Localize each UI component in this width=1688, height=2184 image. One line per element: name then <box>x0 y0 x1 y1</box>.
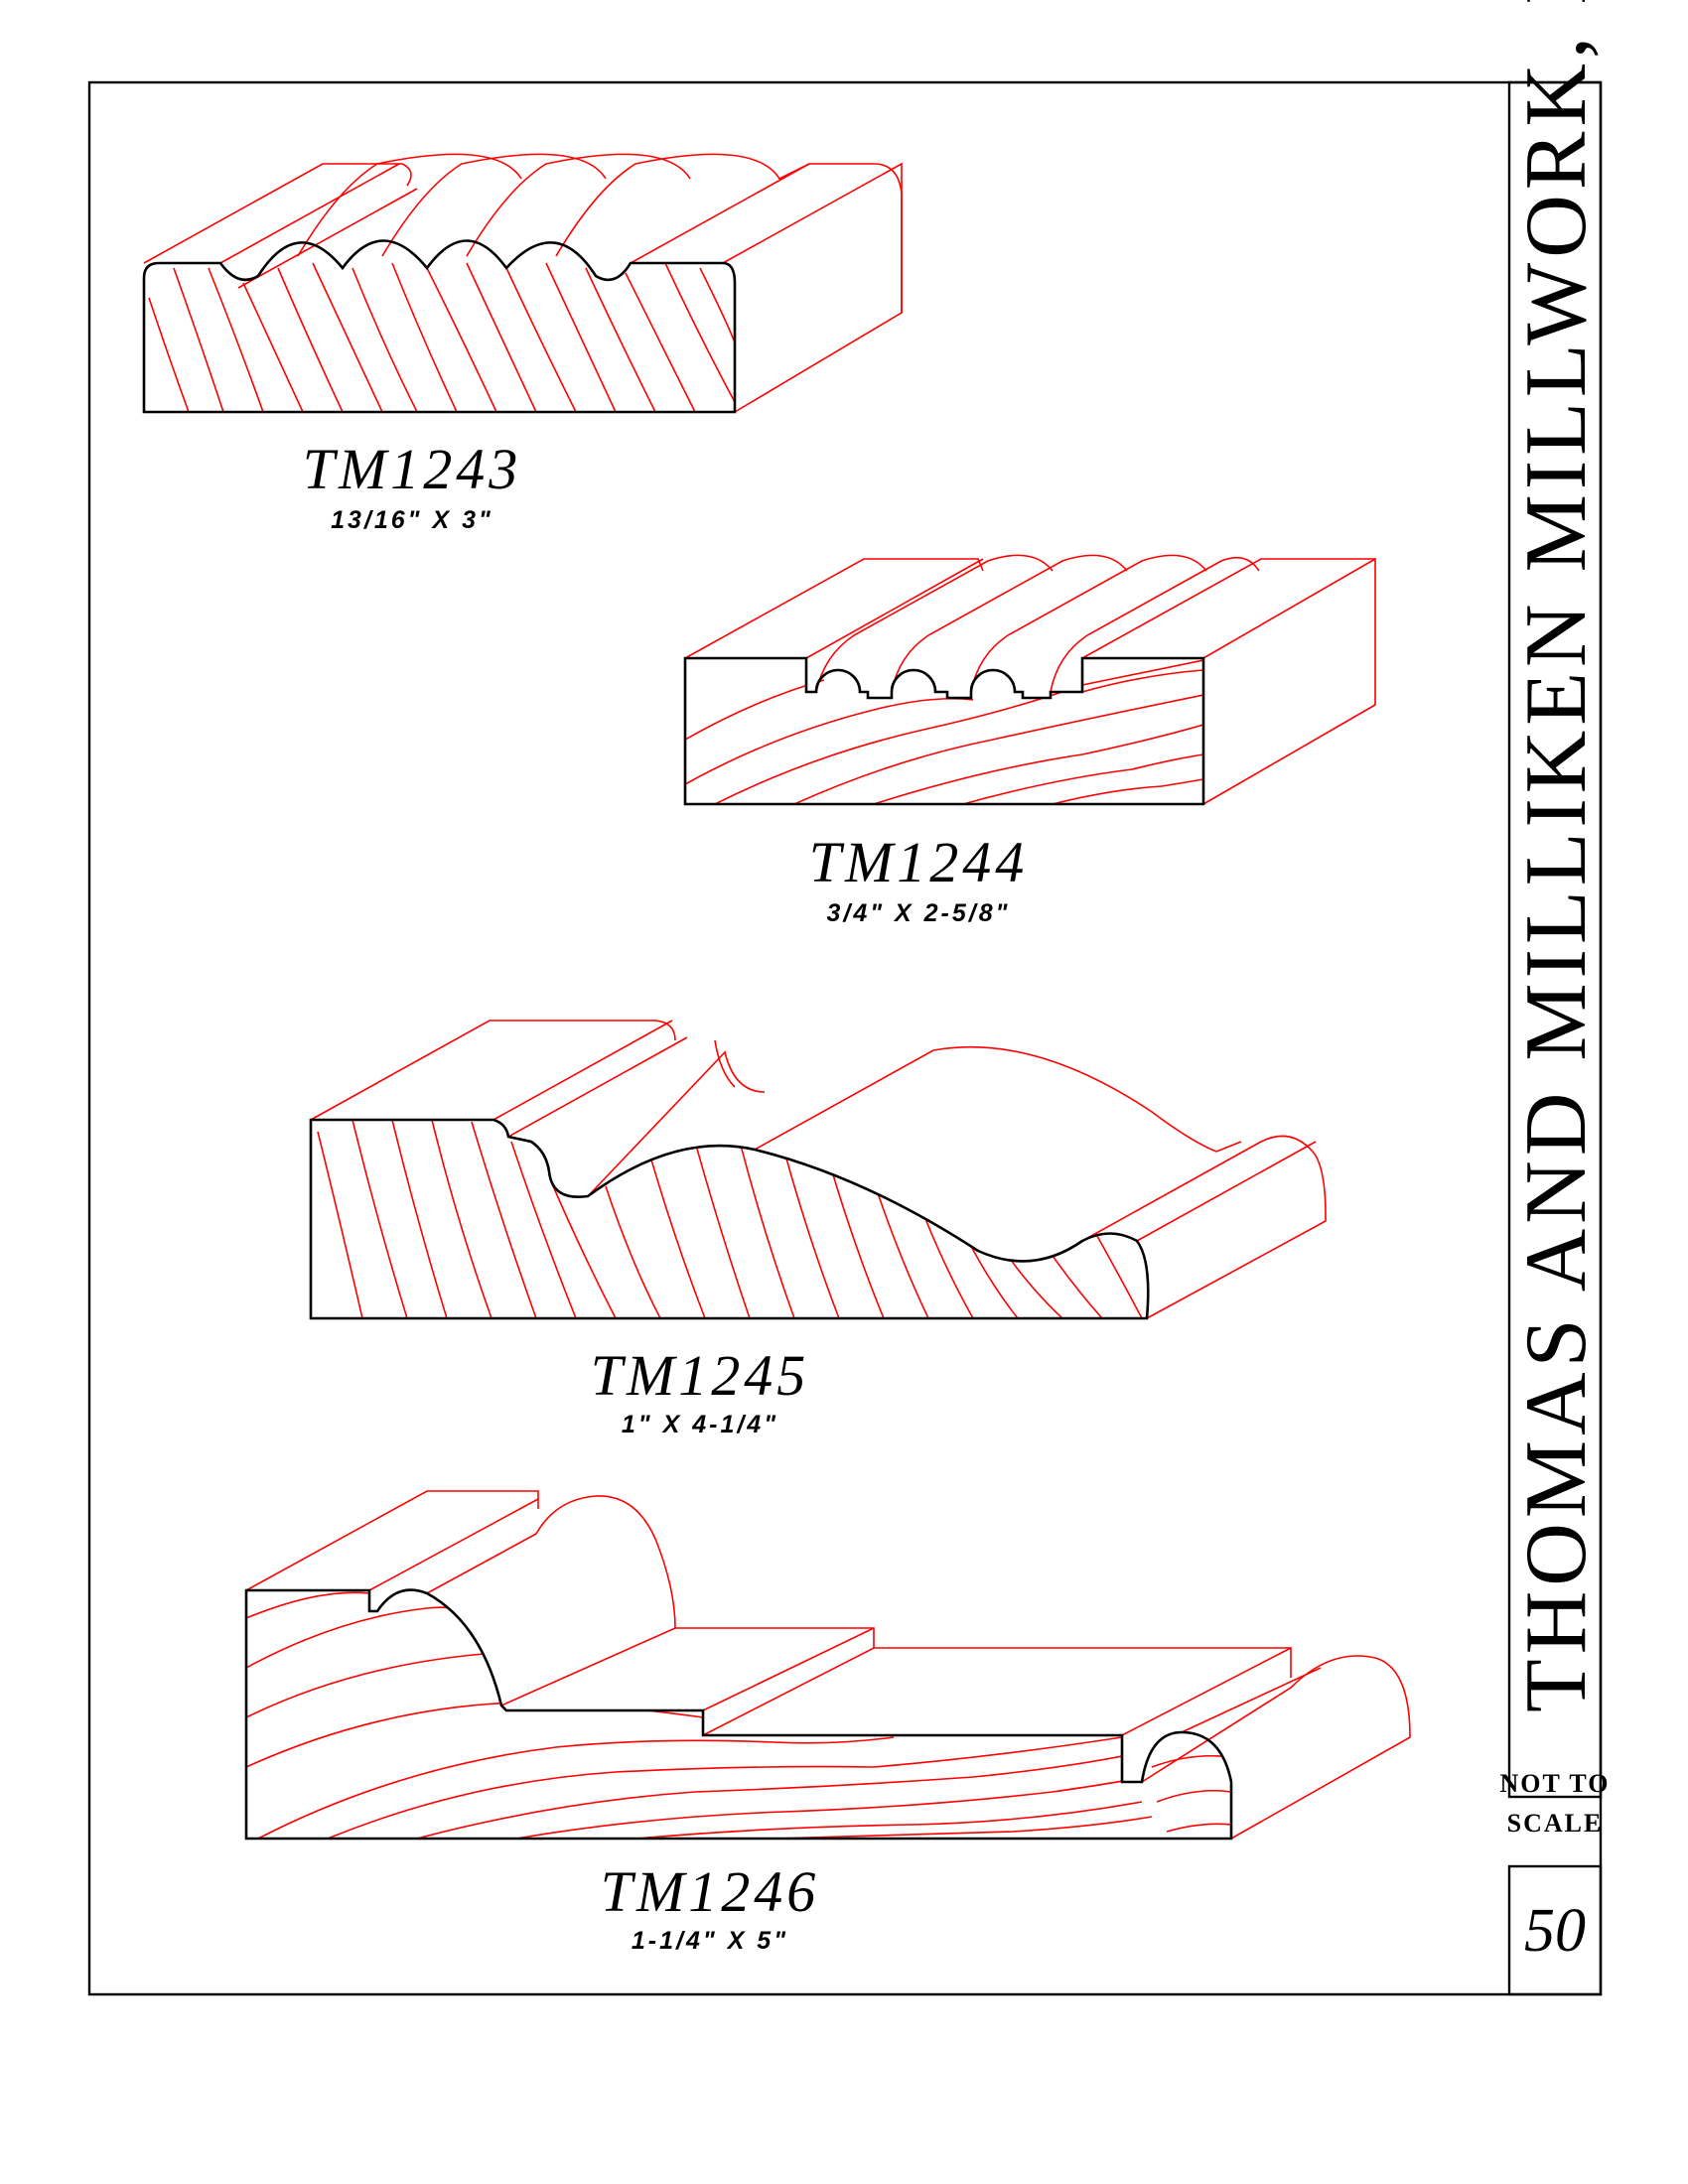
profile-drawing-tm1243 <box>142 153 903 414</box>
profile-size-tm1244: 3/4" X 2-5/8" <box>826 899 1010 927</box>
scale-note-line-1: NOT TO <box>1500 1769 1611 1798</box>
profile-size-tm1245: 1" X 4-1/4" <box>622 1411 778 1438</box>
profile-name-tm1246: TM1246 <box>601 1859 820 1924</box>
profile-drawing-tm1246 <box>244 1490 1411 1841</box>
title-block <box>1507 80 1603 1799</box>
company-name: THOMAS AND MILLIKEN MILLWORK, INC. <box>1508 0 1605 1712</box>
profile-size-tm1246: 1-1/4" X 5" <box>632 1927 788 1955</box>
profile-name-tm1245: TM1245 <box>591 1343 810 1408</box>
profile-name-tm1243: TM1243 <box>303 437 522 501</box>
profile-size-tm1243: 13/16" X 3" <box>331 506 493 534</box>
profile-drawing-tm1244 <box>683 554 1376 806</box>
page-number: 50 <box>1524 1897 1586 1965</box>
profile-name-tm1244: TM1244 <box>809 830 1029 894</box>
page-border <box>87 80 1603 1996</box>
profile-drawing-tm1245 <box>309 1020 1327 1320</box>
scale-note-line-2: SCALE <box>1507 1809 1604 1838</box>
page-number-box <box>1507 1864 1603 1996</box>
